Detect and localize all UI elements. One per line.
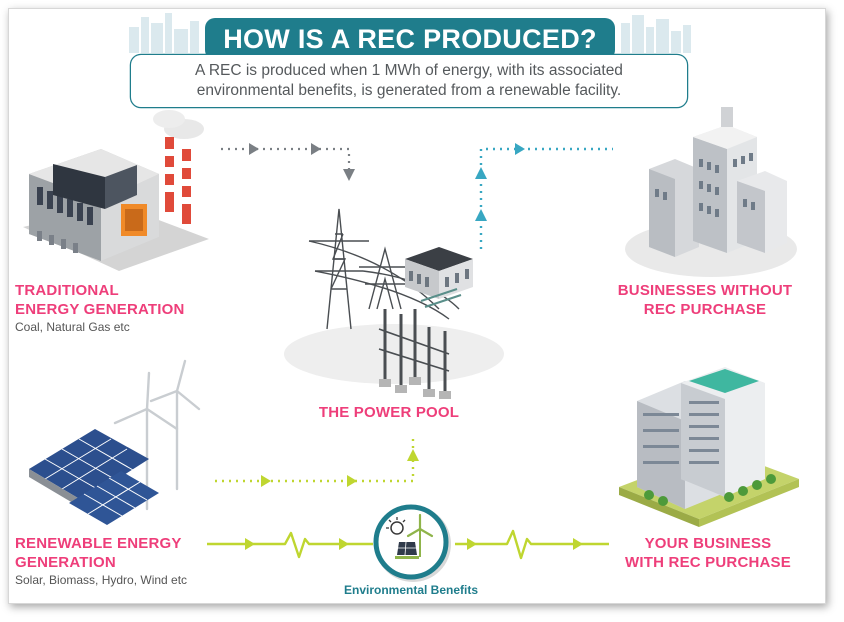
skyline-right-icon xyxy=(621,15,691,53)
green-arrowheads xyxy=(261,449,419,487)
power-pool-label: THE POWER POOL xyxy=(318,404,460,421)
factory-icon xyxy=(23,110,209,271)
blue-arrowheads xyxy=(475,143,525,221)
transmission-tower-icon xyxy=(284,208,504,399)
your-business-label: YOUR BUSINESS WITH REC PURCHASE xyxy=(613,534,803,572)
infographic: HOW IS A REC PRODUCED? A REC is produced… xyxy=(8,8,826,604)
grey-arrowheads xyxy=(249,143,355,181)
solar-wind-icon xyxy=(29,359,201,525)
environmental-benefits-label: Environmental Benefits xyxy=(343,583,479,597)
businesses-without-line-1: BUSINESSES WITHOUT xyxy=(617,282,793,299)
traditional-label: TRADITIONAL ENERGY GENERATION xyxy=(15,281,185,319)
your-business-line-2: WITH REC PURCHASE xyxy=(625,554,791,571)
traditional-sub: Coal, Natural Gas etc xyxy=(15,320,130,334)
businesses-without-label: BUSINESSES WITHOUT REC PURCHASE xyxy=(605,281,805,319)
renewable-to-pool-arrow xyxy=(215,439,415,483)
page-title: HOW IS A REC PRODUCED? xyxy=(223,23,597,54)
office-tower-icon xyxy=(619,367,799,527)
subtitle: A REC is produced when 1 MWh of energy, … xyxy=(131,55,687,107)
renewable-label: RENEWABLE ENERGY GENERATION xyxy=(15,534,182,572)
benefits-flow-line xyxy=(207,529,609,560)
your-business-line-1: YOUR BUSINESS xyxy=(644,535,772,552)
businesses-without-line-2: REC PURCHASE xyxy=(643,301,767,318)
benefits-arrowheads xyxy=(245,538,583,550)
renewable-sub: Solar, Biomass, Hydro, Wind etc xyxy=(15,573,188,587)
traditional-label-line-1: TRADITIONAL xyxy=(15,282,119,299)
subtitle-line-1: A REC is produced when 1 MWh of energy, … xyxy=(195,62,623,79)
traditional-label-line-2: ENERGY GENERATION xyxy=(15,301,185,318)
renewable-label-line-1: RENEWABLE ENERGY xyxy=(15,535,182,552)
substation-building-icon xyxy=(405,247,473,308)
office-buildings-icon xyxy=(625,107,797,277)
traditional-to-pool-arrow xyxy=(221,147,351,177)
environmental-benefits-badge xyxy=(373,504,451,582)
renewable-label-line-2: GENERATION xyxy=(15,554,116,571)
subtitle-line-2: environmental benefits, is generated fro… xyxy=(196,82,622,99)
pool-to-businesses-arrow xyxy=(479,147,613,249)
skyline-left-icon xyxy=(129,13,199,53)
sun-wind-solar-icon xyxy=(386,513,434,559)
title-background xyxy=(205,18,615,60)
